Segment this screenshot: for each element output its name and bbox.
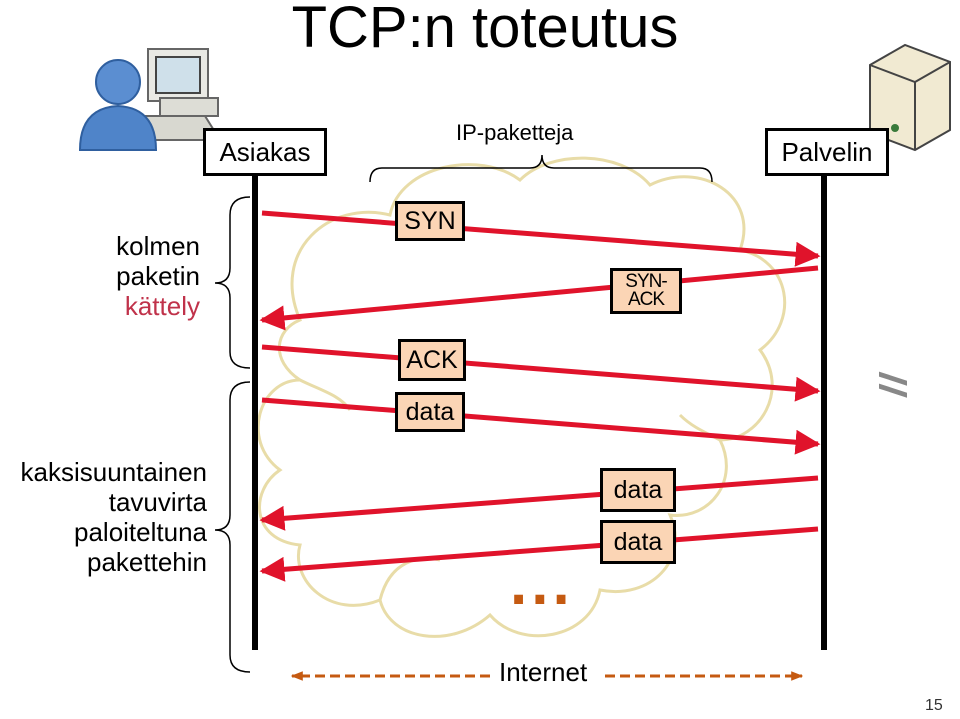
- data-arrow-1: [261, 397, 821, 455]
- page-number: 15: [925, 697, 943, 714]
- synack-packet: SYN- ACK: [610, 268, 682, 314]
- handshake-line-3: kättely: [124, 291, 200, 321]
- ack-label: ACK: [406, 346, 458, 374]
- stream-brace: [214, 381, 251, 673]
- syn-label: SYN: [404, 207, 456, 235]
- continuation-ellipsis: ...: [510, 549, 574, 618]
- syn-packet: SYN: [395, 201, 465, 241]
- data-label-2: data: [613, 476, 663, 504]
- data-packet-3: data: [600, 520, 676, 564]
- data-label-1: data: [405, 398, 455, 426]
- server-tower-icon: [869, 43, 951, 398]
- handshake-line-1: kolmen: [116, 231, 200, 261]
- synack-arrow: [259, 265, 819, 331]
- synack-label-line-2: ACK: [627, 289, 665, 310]
- handshake-line-2: paketin: [116, 261, 200, 291]
- handshake-brace: [214, 196, 251, 369]
- handshake-label: kolmen paketin kättely: [116, 231, 200, 321]
- syn-arrow: [261, 210, 821, 267]
- client-label-box: Asiakas: [203, 128, 327, 176]
- data-arrow-2: [259, 475, 819, 531]
- stream-line-2: tavuvirta: [108, 487, 207, 517]
- stream-line-4: pakettehin: [87, 547, 207, 577]
- ack-arrow: [261, 344, 821, 402]
- ip-packets-brace: [369, 154, 713, 183]
- internet-label: Internet: [499, 657, 588, 687]
- ip-packets-label: IP-paketteja: [456, 120, 574, 145]
- data-arrow-3: [259, 526, 819, 582]
- server-label-box: Palvelin: [765, 128, 889, 176]
- data-label-3: data: [613, 528, 663, 556]
- page-title: TCP:n toteutus: [291, 0, 679, 60]
- stream-line-1: kaksisuuntainen: [20, 457, 207, 487]
- server-label: Palvelin: [781, 137, 873, 167]
- ack-packet: ACK: [398, 339, 466, 381]
- synack-label-line-1: SYN-: [625, 271, 667, 292]
- user-computer-icon: [78, 48, 222, 151]
- data-packet-2: data: [600, 468, 676, 512]
- data-packet-1: data: [395, 392, 465, 432]
- stream-label: kaksisuuntainen tavuvirta paloiteltuna p…: [21, 457, 207, 577]
- client-label: Asiakas: [219, 137, 311, 167]
- stream-line-3: paloiteltuna: [74, 517, 207, 547]
